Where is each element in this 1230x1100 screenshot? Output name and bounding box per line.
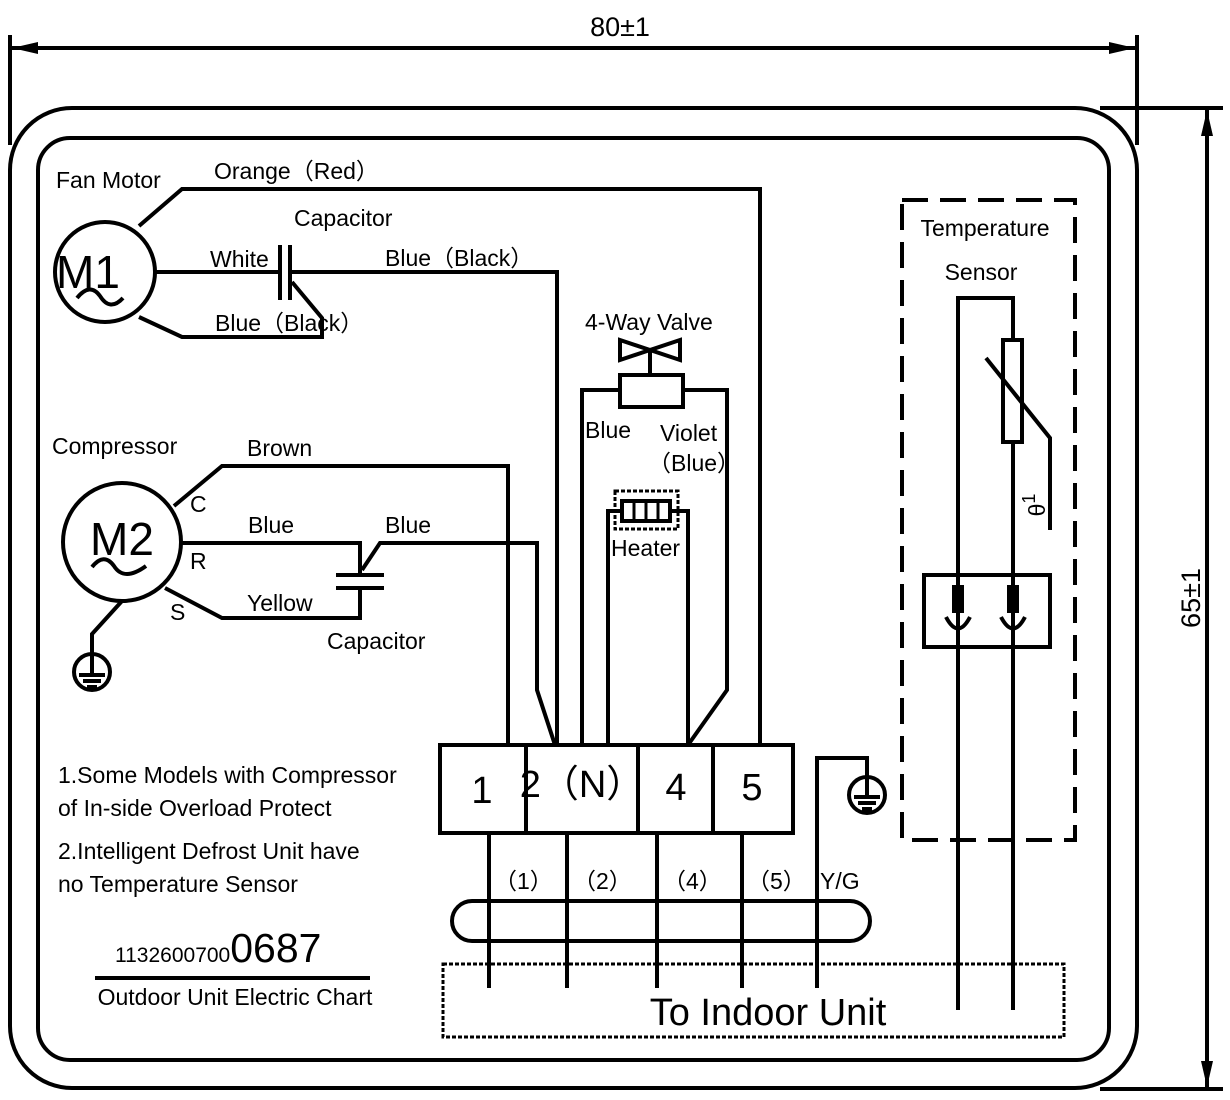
cable-label-1: （1） bbox=[494, 868, 553, 894]
cable-label-5: （5） bbox=[747, 868, 806, 894]
wire-ground bbox=[90, 599, 124, 655]
terminal-2n: 2（N） bbox=[520, 764, 645, 806]
chart-title: Outdoor Unit Electric Chart bbox=[98, 984, 373, 1010]
four-way-valve: 4-Way Valve Blue Violet （Blue） bbox=[580, 309, 740, 747]
width-dimension: 80±1 bbox=[8, 12, 1139, 145]
wire-yellow bbox=[164, 586, 362, 620]
fan-motor: Fan Motor M1 Orange（Red） White Capacitor… bbox=[53, 158, 762, 745]
part-number: 11326007000687 bbox=[115, 925, 321, 971]
wire-blue-r-label: Blue bbox=[248, 512, 294, 538]
valve-coil bbox=[618, 373, 685, 409]
terminal-block-frame bbox=[438, 743, 795, 835]
terminal-5: 5 bbox=[741, 767, 762, 809]
pin-s: S bbox=[170, 599, 185, 625]
wire-yellow-label: Yellow bbox=[247, 590, 313, 616]
cable-label-yg: Y/G bbox=[820, 868, 860, 894]
note-line-1: 1.Some Models with Compressor bbox=[58, 762, 397, 788]
wire-blue-black-label-1: Blue（Black） bbox=[385, 245, 533, 271]
compressor-capacitor-icon bbox=[336, 573, 384, 590]
ground-icon-2 bbox=[847, 775, 887, 815]
wire-valve-blue bbox=[580, 388, 620, 745]
note-line-2: of In-side Overload Protect bbox=[58, 795, 332, 821]
terminal-4: 4 bbox=[665, 767, 686, 809]
sensor-boundary bbox=[900, 198, 1077, 842]
cable-label-2: （2） bbox=[573, 868, 632, 894]
heater: Heater bbox=[606, 489, 690, 745]
indoor-unit-box bbox=[441, 962, 1066, 1039]
temperature-sensor: Temperature Sensor θ1 bbox=[900, 198, 1077, 1010]
cable-lines bbox=[487, 833, 744, 988]
fan-motor-title: Fan Motor bbox=[56, 167, 161, 193]
sensor-connector bbox=[922, 573, 1052, 649]
sensor-title-2: Sensor bbox=[945, 259, 1018, 285]
compressor-title: Compressor bbox=[52, 433, 178, 459]
heater-label: Heater bbox=[611, 535, 680, 561]
wire-white-label: White bbox=[210, 246, 269, 272]
theta-label: θ1 bbox=[1019, 494, 1050, 517]
wire-blue-black-2 bbox=[138, 280, 324, 339]
ac-wave-icon bbox=[75, 287, 125, 307]
pin-r: R bbox=[190, 548, 207, 574]
inner-frame bbox=[36, 136, 1111, 1062]
wire-heater-left bbox=[606, 509, 622, 745]
connector-socket-1 bbox=[944, 616, 972, 631]
wire-blue-r bbox=[181, 541, 362, 575]
note-line-3: 2.Intelligent Defrost Unit have bbox=[58, 838, 360, 864]
terminal-1: 1 bbox=[471, 770, 492, 812]
cable-label-4: （4） bbox=[663, 868, 722, 894]
notes: 1.Some Models with Compressor of In-side… bbox=[58, 762, 397, 897]
wire-heater-right bbox=[670, 509, 690, 745]
connector-pin-2 bbox=[1007, 585, 1019, 613]
thermistor-arrow bbox=[984, 356, 1052, 530]
wire-blue-cap-label: Blue bbox=[385, 512, 431, 538]
wire-blue-black-label-2: Blue（Black） bbox=[215, 310, 363, 336]
note-line-4: no Temperature Sensor bbox=[58, 871, 298, 897]
outer-frame bbox=[8, 106, 1139, 1090]
wire-orange bbox=[137, 187, 762, 745]
valve-wire-violet-label: Violet bbox=[660, 420, 718, 446]
connector-socket-2 bbox=[999, 616, 1027, 631]
valve-title: 4-Way Valve bbox=[585, 309, 713, 335]
cable-clamp bbox=[450, 899, 872, 943]
compressor: Compressor M2 C R S Brown Blue Yellow Bl… bbox=[52, 433, 557, 746]
fan-capacitor-icon bbox=[278, 245, 292, 300]
compressor-capacitor-label: Capacitor bbox=[327, 628, 426, 654]
wire-yg bbox=[815, 756, 869, 988]
sensor-wire-left bbox=[956, 296, 1015, 1010]
indoor-unit-label: To Indoor Unit bbox=[650, 992, 887, 1034]
wire-orange-label: Orange（Red） bbox=[214, 158, 379, 184]
wire-valve-violet bbox=[683, 388, 729, 747]
terminal-block: 1 2（N） 4 5 bbox=[438, 743, 795, 835]
valve-wire-blue-label: Blue bbox=[585, 417, 631, 443]
connector-pin-1 bbox=[952, 585, 964, 613]
wire-brown-label: Brown bbox=[247, 435, 312, 461]
wire-blue-cap bbox=[360, 541, 557, 746]
sensor-title-1: Temperature bbox=[920, 215, 1049, 241]
height-dimension: 65±1 bbox=[1100, 106, 1223, 1091]
width-label: 80±1 bbox=[590, 12, 650, 42]
pin-c: C bbox=[190, 491, 207, 517]
ac-wave-icon-2 bbox=[90, 557, 148, 576]
compressor-label: M2 bbox=[90, 513, 154, 565]
fan-capacitor-label: Capacitor bbox=[294, 205, 393, 231]
wire-brown bbox=[172, 464, 510, 745]
valve-wire-violet-label-2: （Blue） bbox=[648, 450, 740, 476]
ground-icon bbox=[72, 652, 112, 692]
wire-blue-black-1 bbox=[290, 270, 559, 745]
height-label: 65±1 bbox=[1176, 568, 1206, 628]
